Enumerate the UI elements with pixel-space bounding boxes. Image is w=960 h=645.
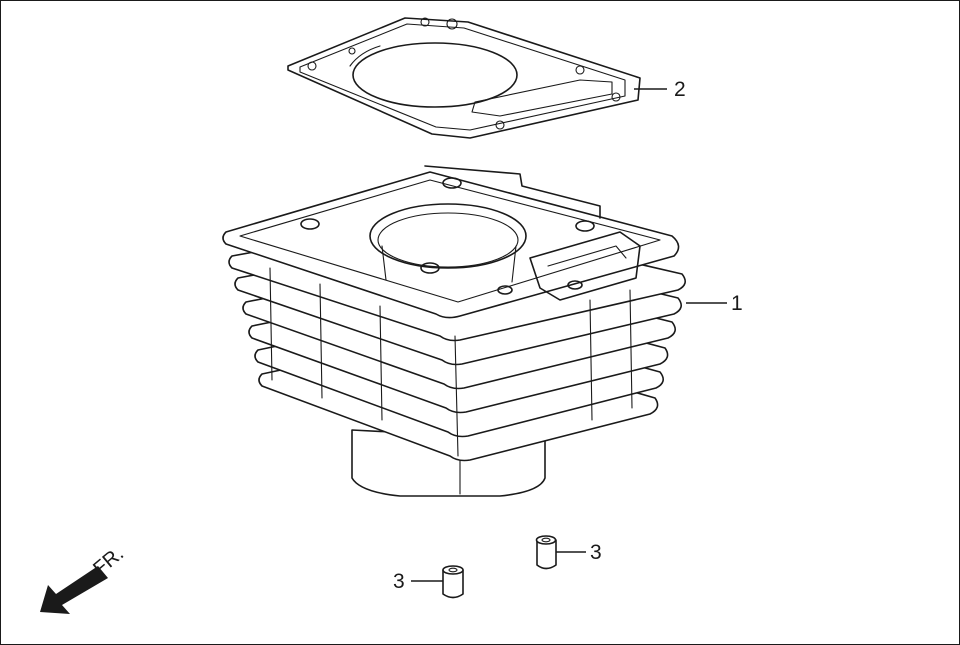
- dowel-pin-left: [442, 565, 464, 599]
- callout-dowel-left: 3: [393, 570, 405, 593]
- callout-cylinder: 1: [731, 292, 743, 315]
- callout-dowel-right: 3: [590, 541, 602, 564]
- cylinder-block: [222, 165, 686, 497]
- dowel-pin-right: [535, 535, 557, 570]
- front-arrow-icon: [40, 566, 108, 614]
- callout-gasket: 2: [674, 78, 686, 101]
- cylinder-gasket: [287, 17, 641, 139]
